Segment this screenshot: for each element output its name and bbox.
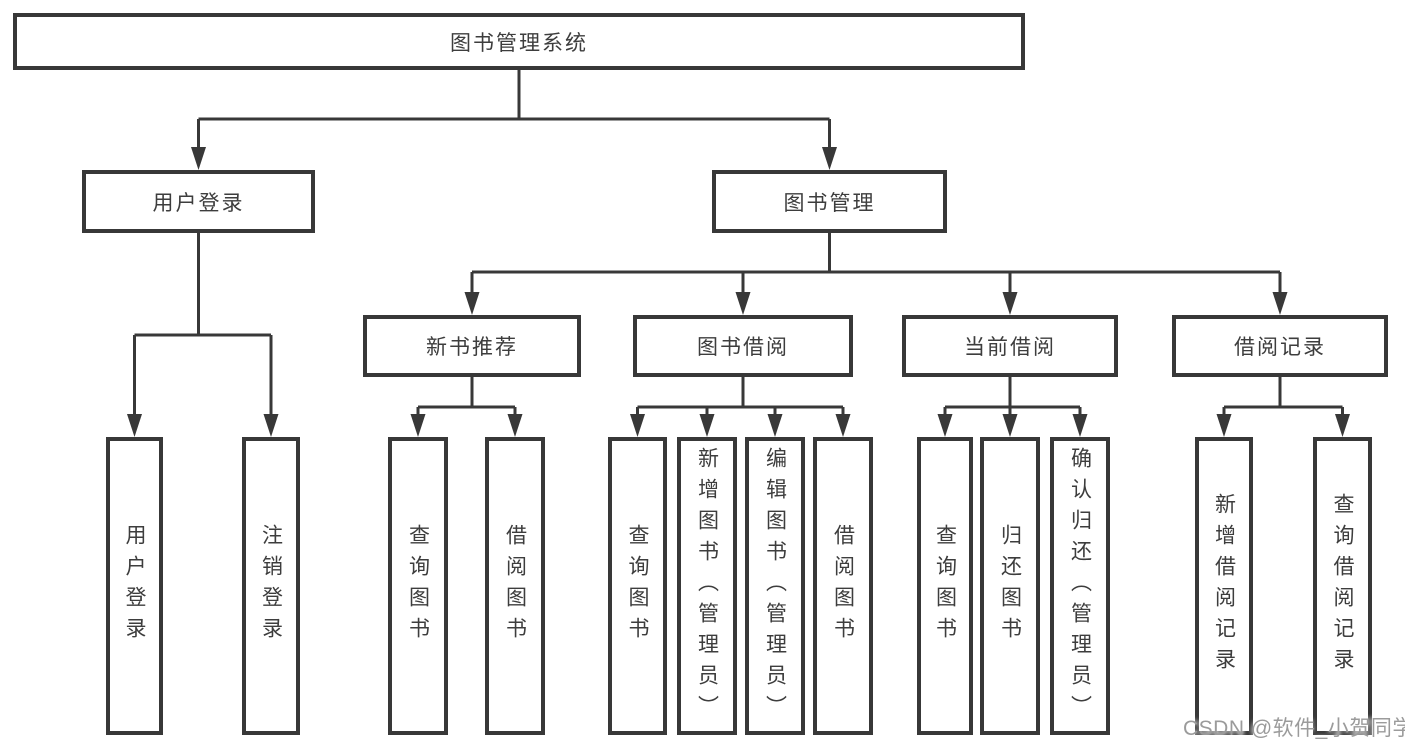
leaf-confirm-return-admin: 确认归还（管理员） (1050, 437, 1110, 735)
leaf-label: 编辑图书（管理员） (763, 446, 787, 726)
leaf-logout: 注销登录 (242, 437, 300, 735)
csdn-watermark: CSDN @软件_小贺同学 (1183, 717, 1405, 740)
leaf-user-login: 用户登录 (106, 437, 163, 735)
node-label: 新书推荐 (426, 336, 518, 359)
leaf-query-borrow-record: 查询借阅记录 (1313, 437, 1372, 735)
leaf-label: 借阅图书 (831, 524, 855, 648)
node-label: 图书借阅 (697, 336, 789, 359)
leaf-query-books-current: 查询图书 (917, 437, 973, 735)
leaf-label: 确认归还（管理员） (1068, 446, 1092, 726)
leaf-borrow-books-recommend: 借阅图书 (485, 437, 545, 735)
leaf-label: 新增借阅记录 (1212, 493, 1236, 679)
leaf-label: 查询图书 (406, 524, 430, 648)
leaf-label: 查询借阅记录 (1331, 493, 1354, 679)
leaf-query-books-borrowing: 查询图书 (608, 437, 667, 735)
node-new-book-recommend: 新书推荐 (363, 315, 581, 377)
node-label: 用户登录 (152, 191, 245, 215)
leaf-add-borrow-record: 新增借阅记录 (1195, 437, 1253, 735)
node-label: 当前借阅 (964, 336, 1056, 359)
leaf-query-books-recommend: 查询图书 (388, 437, 448, 735)
leaf-edit-books-admin: 编辑图书（管理员） (745, 437, 805, 735)
node-label: 借阅记录 (1234, 336, 1326, 359)
leaf-borrow-books-borrowing: 借阅图书 (813, 437, 873, 735)
leaf-label: 新增图书（管理员） (695, 446, 719, 726)
node-book-borrowing: 图书借阅 (633, 315, 853, 377)
node-label: 图书管理 (783, 191, 876, 215)
leaf-add-books-admin: 新增图书（管理员） (677, 437, 737, 735)
node-borrowing-records: 借阅记录 (1172, 315, 1388, 377)
leaf-label: 归还图书 (998, 524, 1022, 648)
leaf-label: 查询图书 (626, 524, 649, 648)
node-root-system: 图书管理系统 (13, 13, 1025, 70)
node-label: 图书管理系统 (450, 31, 588, 55)
leaf-label: 借阅图书 (503, 524, 527, 648)
leaf-return-books: 归还图书 (980, 437, 1040, 735)
node-user-login: 用户登录 (82, 170, 315, 233)
leaf-label: 用户登录 (123, 524, 146, 648)
node-book-management: 图书管理 (712, 170, 947, 233)
leaf-label: 注销登录 (259, 524, 283, 648)
leaf-label: 查询图书 (933, 524, 957, 648)
node-current-borrowing: 当前借阅 (902, 315, 1118, 377)
